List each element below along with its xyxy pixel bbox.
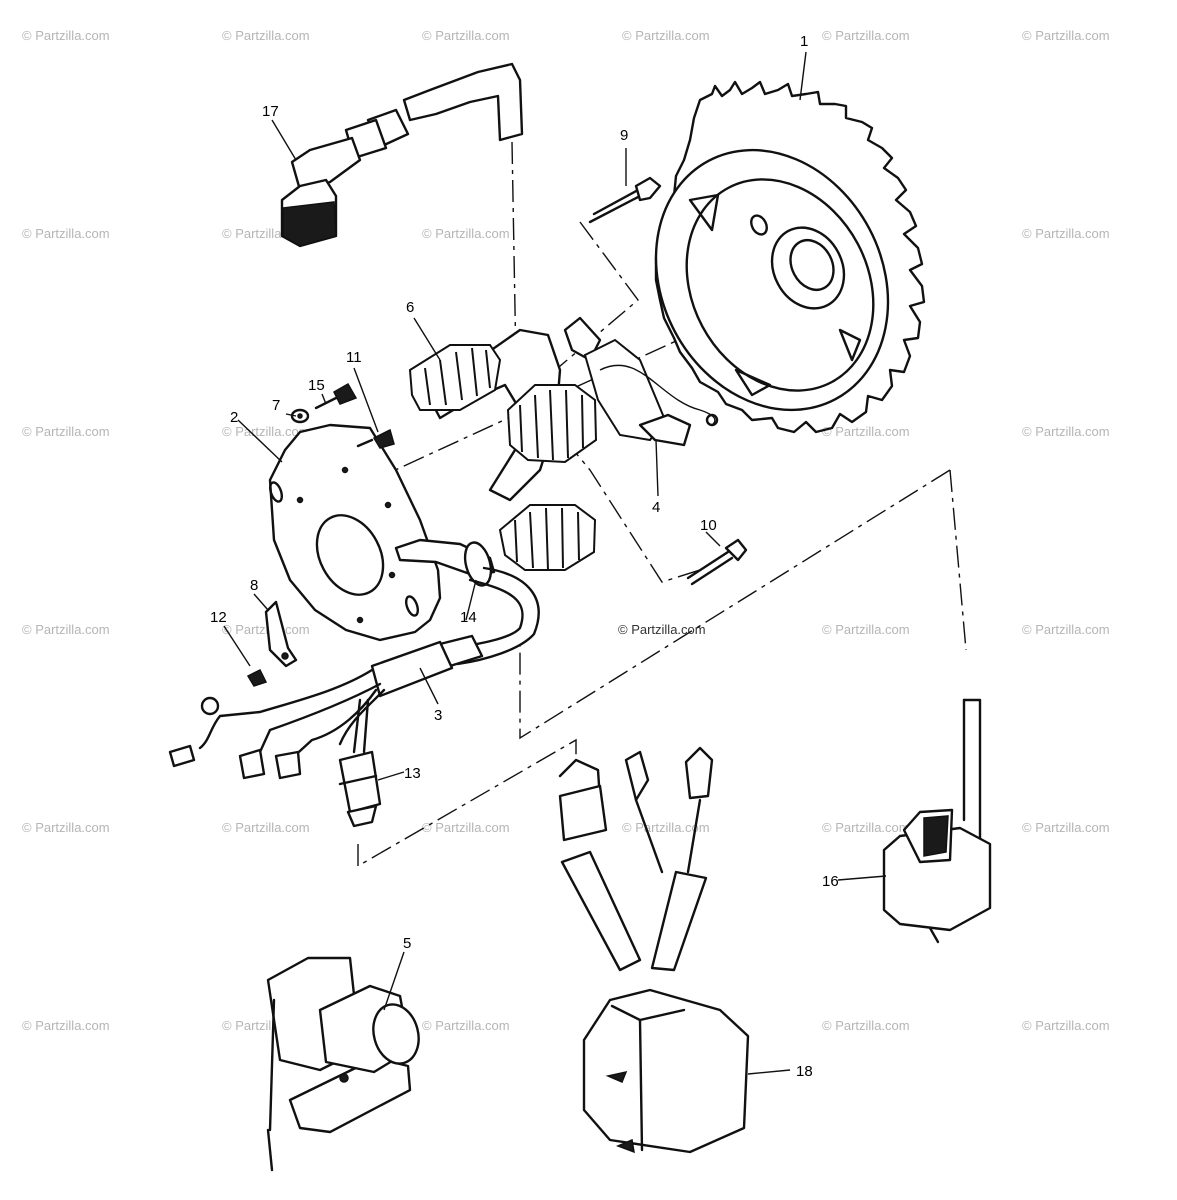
leader-lines (223, 51, 887, 1075)
watermark-text: © Partzilla.com (22, 820, 110, 835)
watermark-text: © Partzilla.com (222, 28, 310, 43)
screw-9 (588, 176, 662, 224)
screw-10 (686, 538, 748, 586)
watermark-text: © Partzilla.com (222, 424, 310, 439)
callout-4: 4 (652, 499, 660, 516)
connector-13 (338, 698, 382, 828)
watermark-text: © Partzilla.com (622, 28, 710, 43)
watermark-text: © Partzilla.com (22, 622, 110, 637)
starter-solenoid-5 (266, 956, 420, 1172)
watermark-text: © Partzilla.com (1022, 820, 1110, 835)
callout-10: 10 (700, 517, 717, 534)
watermark-text: © Partzilla.com (22, 424, 110, 439)
watermark-text: © Partzilla.com (1022, 28, 1110, 43)
callout-14: 14 (460, 609, 477, 626)
callout-6: 6 (406, 299, 414, 316)
washer-7 (290, 408, 310, 424)
watermark-text: © Partzilla.com (1022, 424, 1110, 439)
callout-17: 17 (262, 103, 279, 120)
watermark-text: © Partzilla.com (222, 820, 310, 835)
grommet-14 (394, 538, 496, 587)
watermark-text: © Partzilla.com (822, 622, 910, 637)
spark-plug-cap (280, 62, 524, 248)
watermark-text: © Partzilla.com (1022, 1018, 1110, 1033)
callout-7: 7 (272, 397, 280, 414)
callout-11: 11 (346, 349, 362, 366)
callout-5: 5 (403, 935, 411, 952)
watermark-text: © Partzilla.com (22, 226, 110, 241)
screw-12 (246, 668, 268, 687)
watermark-text: © Partzilla.com (822, 424, 910, 439)
center-watermark: © Partzilla.com (618, 622, 706, 637)
screw-11 (356, 428, 395, 449)
watermark-text: © Partzilla.com (822, 1018, 910, 1033)
watermark-text: © Partzilla.com (1022, 622, 1110, 637)
callout-18: 18 (796, 1063, 813, 1080)
bracket-8 (264, 600, 298, 668)
callout-9: 9 (620, 127, 628, 144)
watermark-text: © Partzilla.com (1022, 226, 1110, 241)
callout-labels: 1 2 3 4 5 6 7 8 9 10 11 12 13 14 15 16 1… (210, 33, 839, 1080)
callout-3: 3 (434, 707, 442, 724)
cdi-box-18 (558, 746, 750, 1154)
callout-16: 16 (822, 873, 839, 890)
callout-13: 13 (404, 765, 421, 782)
watermark-text: © Partzilla.com (22, 1018, 110, 1033)
callout-8: 8 (250, 577, 258, 594)
callout-2: 2 (230, 409, 238, 426)
callout-12: 12 (210, 609, 227, 626)
callout-15: 15 (308, 377, 325, 394)
watermark-text: © Partzilla.com (822, 820, 910, 835)
ignition-coil-16 (882, 698, 992, 944)
callout-1: 1 (800, 33, 808, 50)
lighting-coil-assembly (408, 328, 598, 571)
watermark-text: © Partzilla.com (422, 1018, 510, 1033)
watermark-text: © Partzilla.com (422, 820, 510, 835)
ignition-source-coil (563, 316, 719, 447)
stator-plate (268, 423, 442, 642)
watermark-text: © Partzilla.com (222, 622, 310, 637)
wire-harness (168, 566, 540, 780)
watermark-text: © Partzilla.com (422, 28, 510, 43)
watermark-text: © Partzilla.com (822, 28, 910, 43)
flywheel (654, 80, 926, 434)
watermark-text: © Partzilla.com (422, 226, 510, 241)
watermark-text: © Partzilla.com (22, 28, 110, 43)
